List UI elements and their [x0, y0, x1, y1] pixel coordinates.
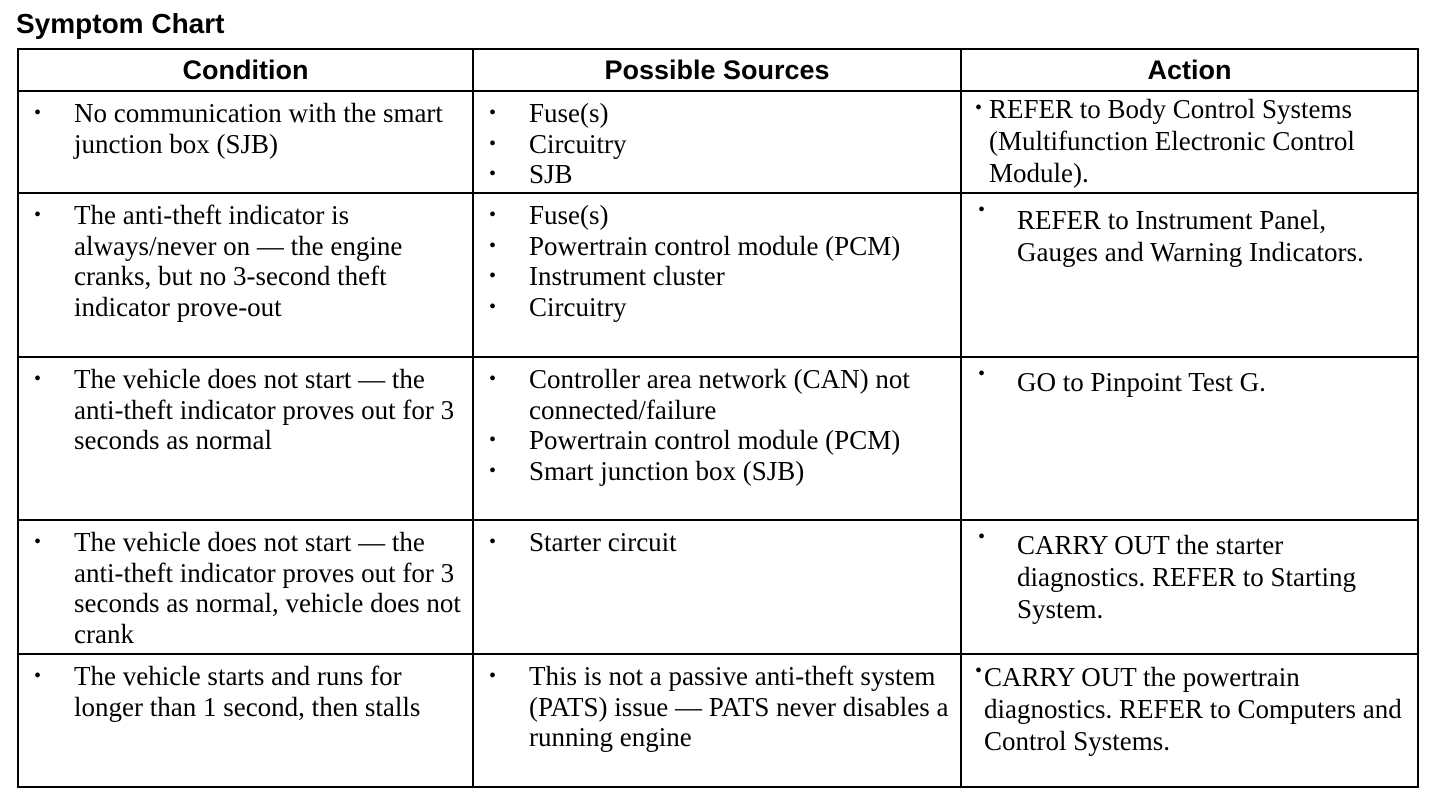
column-header-possible-sources: Possible Sources	[472, 48, 962, 92]
source-item: Fuse(s)	[474, 98, 952, 129]
source-item: Starter circuit	[474, 527, 952, 558]
source-item: Smart junction box (SJB)	[474, 456, 952, 487]
source-item: Circuitry	[474, 129, 952, 160]
condition-text: The vehicle does not start — the anti-th…	[19, 527, 464, 649]
action-cell: REFER to Body Control Systems (Multifunc…	[960, 90, 1419, 194]
column-header-condition: Condition	[17, 48, 474, 92]
condition-cell: The vehicle starts and runs for longer t…	[17, 653, 474, 788]
sources-cell: Controller area network (CAN) not connec…	[472, 356, 962, 521]
table-header-row: Condition Possible Sources Action	[17, 48, 1419, 92]
action-text: REFER to Instrument Panel, Gauges and Wa…	[962, 194, 1417, 268]
source-item: Instrument cluster	[474, 261, 952, 292]
condition-text: The anti-theft indicator is always/never…	[19, 200, 464, 322]
condition-text: The vehicle does not start — the anti-th…	[19, 364, 464, 456]
action-cell: REFER to Instrument Panel, Gauges and Wa…	[960, 192, 1419, 358]
symptom-chart-table: Condition Possible Sources Action No com…	[17, 48, 1419, 788]
condition-cell: The anti-theft indicator is always/never…	[17, 192, 474, 358]
source-item: Fuse(s)	[474, 200, 952, 231]
action-text: CARRY OUT the starter diagnostics. REFER…	[962, 521, 1417, 625]
action-text: CARRY OUT the powertrain diagnostics. RE…	[962, 655, 1417, 757]
table-row: The vehicle starts and runs for longer t…	[17, 653, 1419, 788]
action-cell: CARRY OUT the starter diagnostics. REFER…	[960, 519, 1419, 655]
table-row: No communication with the smart junction…	[17, 90, 1419, 194]
source-item: Powertrain control module (PCM)	[474, 425, 952, 456]
sources-cell: This is not a passive anti-theft system …	[472, 653, 962, 788]
action-text: REFER to Body Control Systems (Multifunc…	[962, 92, 1417, 189]
action-cell: GO to Pinpoint Test G.	[960, 356, 1419, 521]
condition-cell: The vehicle does not start — the anti-th…	[17, 519, 474, 655]
source-item: Circuitry	[474, 292, 952, 323]
source-item: Powertrain control module (PCM)	[474, 231, 952, 262]
sources-cell: Fuse(s) Powertrain control module (PCM) …	[472, 192, 962, 358]
column-header-action: Action	[960, 48, 1419, 92]
table-row: The vehicle does not start — the anti-th…	[17, 356, 1419, 521]
condition-text: No communication with the smart junction…	[19, 98, 464, 159]
page-title: Symptom Chart	[16, 8, 225, 39]
condition-text: The vehicle starts and runs for longer t…	[19, 661, 464, 722]
source-item: SJB	[474, 159, 952, 190]
action-cell: CARRY OUT the powertrain diagnostics. RE…	[960, 653, 1419, 788]
sources-cell: Fuse(s) Circuitry SJB	[472, 90, 962, 194]
action-text: GO to Pinpoint Test G.	[962, 358, 1417, 398]
condition-cell: No communication with the smart junction…	[17, 90, 474, 194]
table-row: The anti-theft indicator is always/never…	[17, 192, 1419, 358]
source-item: Controller area network (CAN) not connec…	[474, 364, 952, 425]
sources-cell: Starter circuit	[472, 519, 962, 655]
condition-cell: The vehicle does not start — the anti-th…	[17, 356, 474, 521]
source-item: This is not a passive anti-theft system …	[474, 661, 952, 753]
table-row: The vehicle does not start — the anti-th…	[17, 519, 1419, 655]
